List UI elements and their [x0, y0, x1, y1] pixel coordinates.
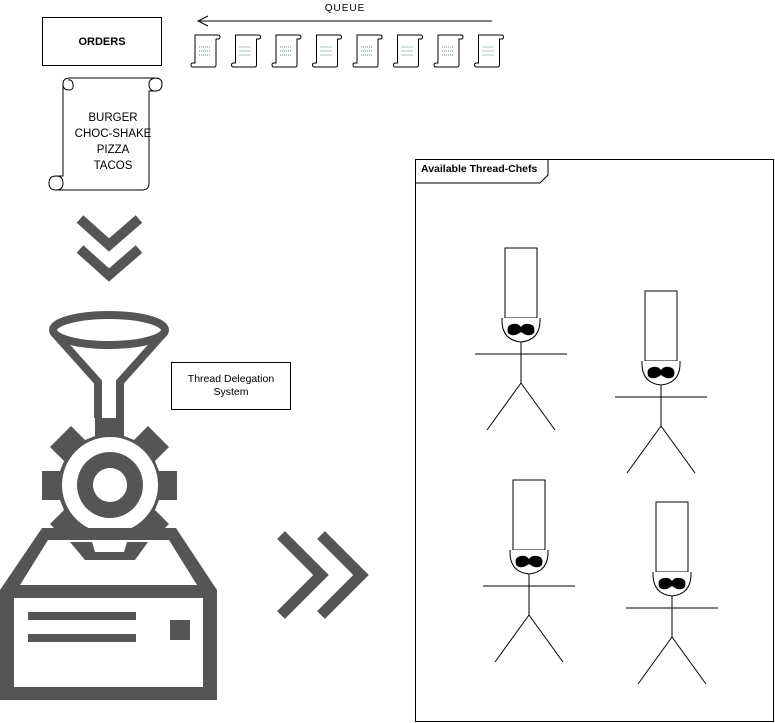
gear-icon — [42, 418, 177, 553]
order-ticket-icon — [311, 34, 343, 68]
order-item: TACOS — [93, 160, 133, 172]
order-item: CHOC-SHAKE — [74, 128, 152, 140]
orders-title: ORDERS — [78, 35, 126, 48]
server-icon — [0, 528, 217, 700]
order-scroll-icon — [48, 77, 163, 191]
chef-icon — [483, 479, 575, 663]
double-chevron-right-icon — [277, 531, 369, 619]
double-chevron-down-icon — [76, 215, 143, 282]
order-ticket-icon — [271, 34, 302, 68]
queue-arrow-icon — [196, 15, 492, 27]
order-ticket-icon — [433, 34, 464, 68]
chef-icon — [475, 247, 567, 431]
chefs-panel — [415, 159, 774, 722]
chefs-panel-title: Available Thread-Chefs — [421, 163, 538, 175]
order-ticket-icon — [392, 34, 424, 68]
orders-box: ORDERS — [42, 17, 162, 66]
order-item: PIZZA — [96, 144, 130, 156]
order-ticket-icon — [473, 34, 505, 68]
order-item: BURGER — [88, 112, 138, 124]
chefs-group — [475, 247, 718, 685]
delegation-label-line1: Thread Delegation — [187, 373, 275, 385]
order-ticket-icon — [352, 34, 383, 68]
funnel-icon — [49, 311, 169, 418]
queue-tickets — [190, 34, 505, 68]
delegation-label-line2: System — [213, 386, 249, 398]
order-list: BURGER CHOC-SHAKE PIZZA TACOS — [58, 110, 168, 174]
chefs-panel-tab — [415, 159, 549, 184]
chef-icon — [626, 501, 718, 685]
order-ticket-icon — [230, 34, 262, 68]
order-ticket-icon — [190, 34, 221, 68]
queue-label: QUEUE — [324, 3, 366, 14]
chef-icon — [615, 290, 707, 474]
thread-delegation-box: Thread Delegation System — [171, 362, 291, 410]
